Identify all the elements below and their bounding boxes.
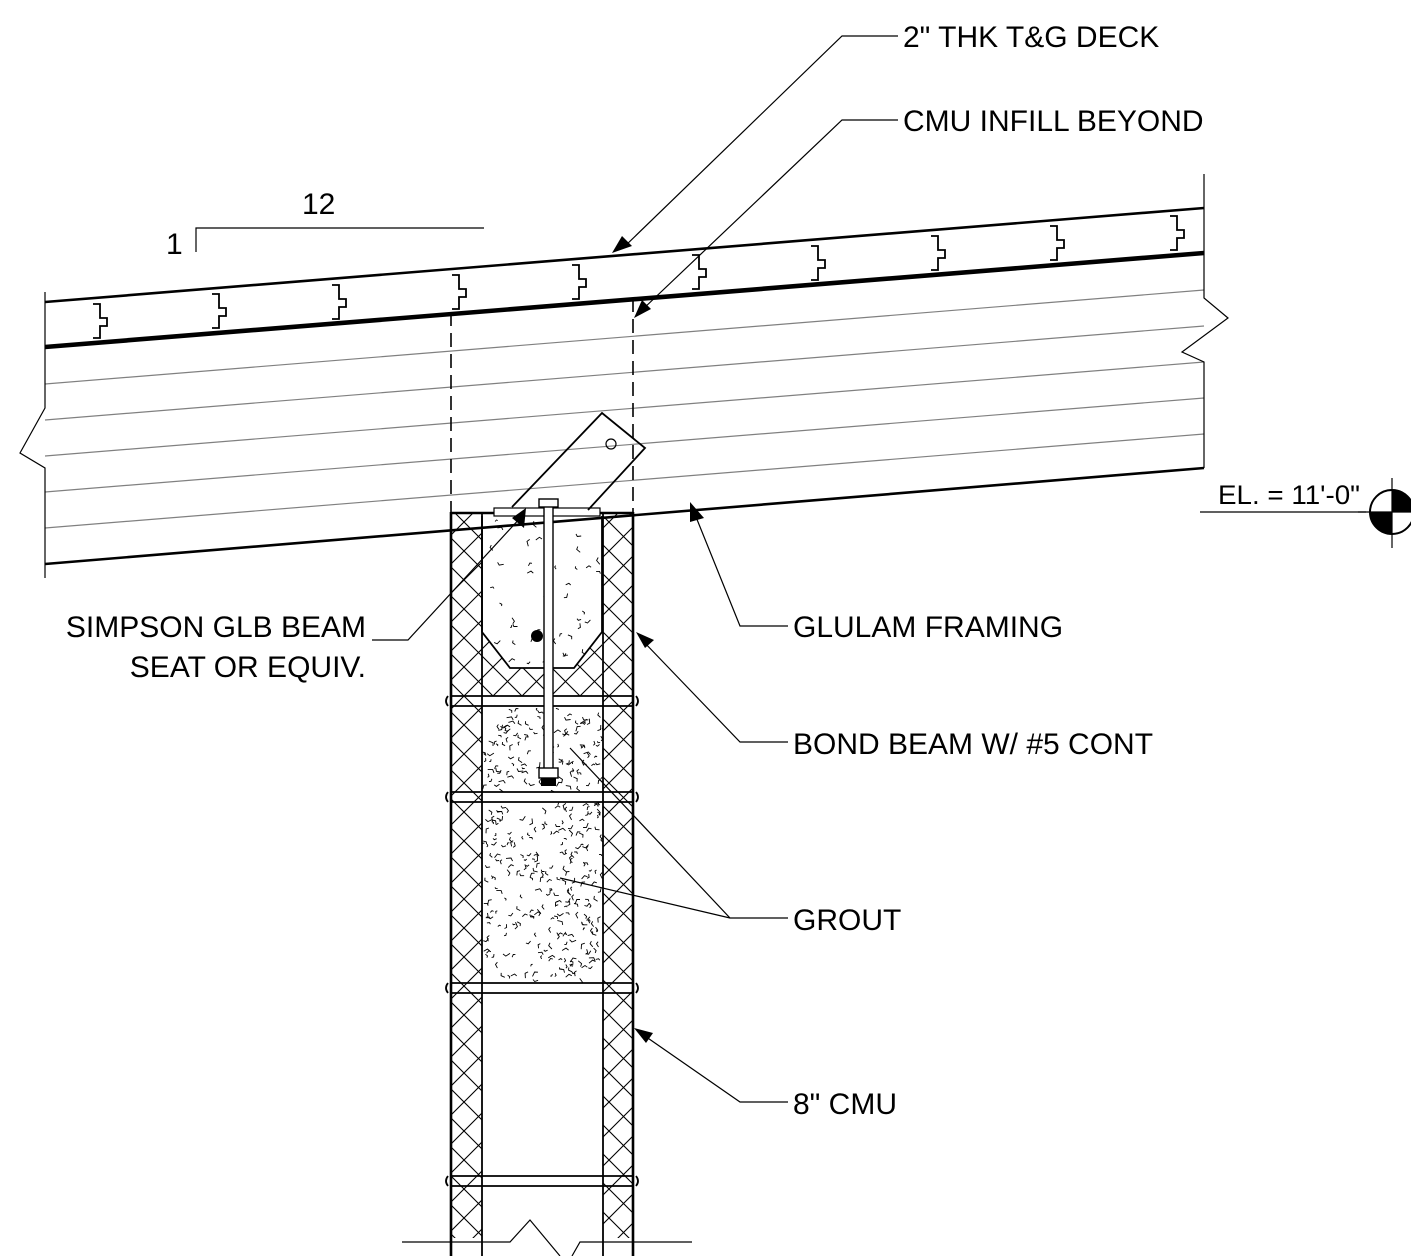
leaders: [372, 35, 898, 1103]
cmu-label: 8" CMU: [793, 1088, 897, 1121]
beam-seat-label-line1: SIMPSON GLB BEAM: [66, 611, 366, 644]
mortar-joints: [445, 695, 639, 1187]
grout-fill: [482, 519, 603, 983]
rebar-5-cont: [531, 630, 543, 642]
elevation-marker: EL. = 11'-0": [1200, 478, 1411, 548]
deck-bottom-line: [44, 250, 1205, 348]
beam-seat-strap: [511, 411, 647, 511]
anchor-bolt: [543, 505, 554, 777]
glulam-label: GLULAM FRAMING: [793, 611, 1063, 644]
cmu-face-shell-right: [603, 512, 633, 1238]
roof-deck: [44, 206, 1205, 350]
elevation-datum-symbol: [1358, 478, 1411, 548]
slope-rise: 1: [166, 228, 183, 261]
left-break-line: [19, 350, 46, 578]
deck-top-line: [44, 206, 1205, 304]
deck-joints: [93, 215, 1185, 339]
deck-label: 2" THK T&G DECK: [903, 21, 1159, 54]
bond-beam-label: BOND BEAM W/ #5 CONT: [793, 728, 1153, 761]
right-break-line: [1180, 174, 1229, 468]
wall-bottom-break: [402, 1219, 692, 1256]
cmu-face-shell-left: [452, 512, 482, 1238]
beam-seat-hardware: [493, 411, 647, 786]
cmu-infill-label: CMU INFILL BEYOND: [903, 105, 1204, 138]
slope-run: 12: [302, 188, 335, 221]
cmu-wall: [402, 511, 692, 1256]
elevation-label: EL. = 11'-0": [1218, 480, 1360, 510]
cmu-infill-beyond: [450, 298, 634, 512]
grout-label: GROUT: [793, 904, 901, 937]
slope-indicator: 1 12: [166, 188, 484, 261]
beam-seat-label-line2: SEAT OR EQUIV.: [130, 651, 366, 684]
bond-beam-cavity: [481, 516, 603, 669]
